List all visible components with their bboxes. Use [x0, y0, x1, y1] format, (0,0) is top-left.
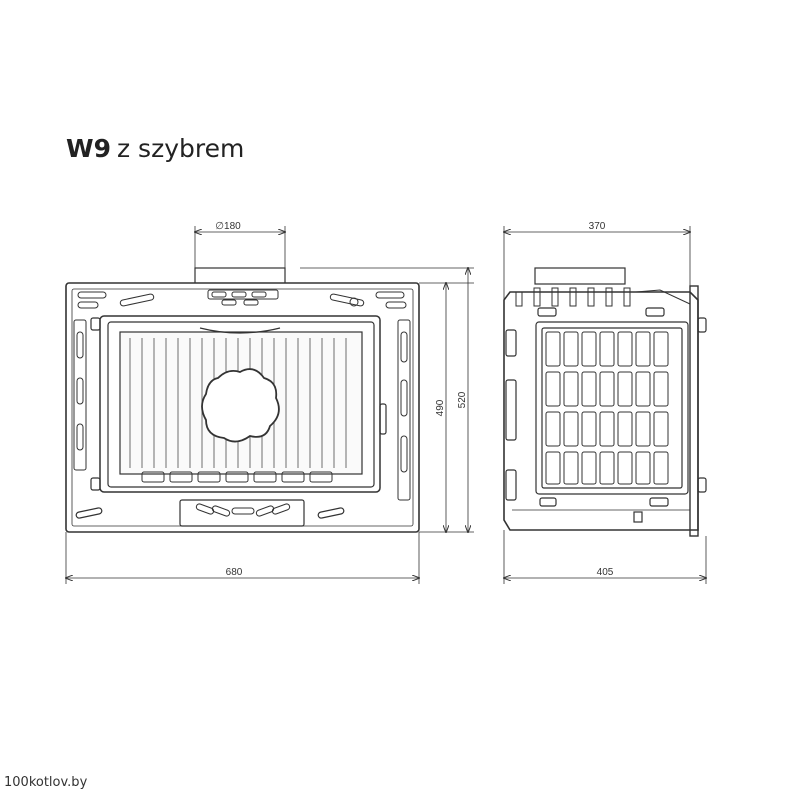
right-air-slots — [397, 319, 411, 501]
ash-door — [179, 499, 305, 527]
model-name: W9 — [66, 134, 111, 163]
site-watermark: 100kotlov.by — [4, 775, 88, 790]
side-top-depth-label: 370 — [589, 221, 606, 232]
grate-bars — [141, 471, 333, 483]
top-fins — [515, 287, 691, 307]
side-flue-collar — [534, 267, 626, 285]
side-total-depth-label: 405 — [597, 567, 614, 578]
left-air-slots — [73, 319, 87, 471]
side-grid-frame — [535, 321, 689, 495]
flue-collar — [194, 267, 286, 285]
door-handle — [379, 403, 387, 435]
door-frame — [99, 315, 381, 493]
inner-height-label: 490 — [435, 399, 446, 416]
flue-diameter-label: ∅180 — [215, 221, 241, 232]
hinge-bottom — [90, 477, 101, 491]
back-wall-ribs — [129, 338, 347, 468]
total-height-label: 520 — [457, 391, 468, 408]
front-width-label: 680 — [226, 567, 243, 578]
side-grid-cells — [545, 331, 669, 485]
model-subtitle: z szybrem — [116, 134, 245, 163]
top-air-slots — [77, 289, 407, 309]
side-view — [503, 267, 707, 537]
front-view — [65, 267, 420, 533]
dimension-lines — [66, 226, 706, 584]
fire-window — [201, 368, 280, 443]
hinge-top — [90, 317, 101, 331]
